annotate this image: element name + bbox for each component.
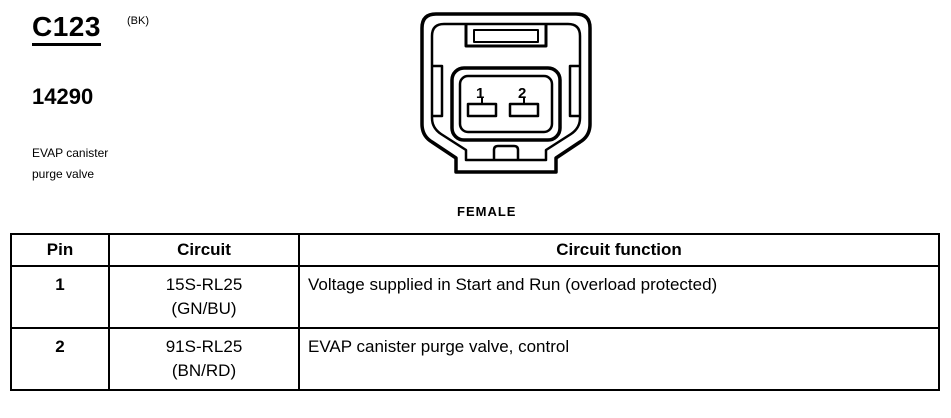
cavity-block-inner bbox=[458, 74, 554, 134]
right-rib bbox=[568, 64, 580, 118]
circuit-cell: 15S-RL25 (GN/BU) bbox=[108, 265, 300, 329]
circuit-id: 91S-RL25 bbox=[165, 337, 243, 356]
connector-inner-outline bbox=[430, 22, 582, 162]
circuit-function: Voltage supplied in Start and Run (overl… bbox=[298, 265, 940, 329]
circuit-cell: 91S-RL25 (BN/RD) bbox=[108, 327, 300, 391]
part-number: 14290 bbox=[32, 84, 94, 109]
locking-tab-inner bbox=[473, 29, 539, 43]
cavity-label-1: 1 bbox=[476, 85, 484, 102]
pin-2-terminal bbox=[508, 102, 540, 118]
circuit-function: EVAP canister purge valve, control bbox=[298, 327, 940, 391]
table-row: 1 15S-RL25 (GN/BU) Voltage supplied in S… bbox=[10, 265, 940, 329]
connector-face-diagram: 1 2 bbox=[420, 12, 592, 174]
wire-color: (GN/BU) bbox=[171, 299, 237, 318]
header-circuit-function: Circuit function bbox=[298, 233, 940, 267]
table-row: 2 91S-RL25 (BN/RD) EVAP canister purge v… bbox=[10, 327, 940, 391]
connector-gender: FEMALE bbox=[457, 204, 517, 219]
cavity-block-outer bbox=[450, 66, 562, 142]
table-header-row: Pin Circuit Circuit function bbox=[10, 233, 940, 267]
pin-number: 1 bbox=[10, 265, 110, 329]
cavity-label-2: 2 bbox=[518, 85, 526, 102]
component-description: EVAP canister purge valve bbox=[32, 143, 192, 185]
circuit-id: 15S-RL25 bbox=[165, 275, 243, 294]
header-circuit: Circuit bbox=[108, 233, 300, 267]
description-line: purge valve bbox=[32, 167, 95, 181]
description-line: EVAP canister bbox=[32, 146, 109, 160]
connector-id: C123 bbox=[32, 12, 101, 46]
left-rib bbox=[432, 64, 444, 118]
header-pin: Pin bbox=[10, 233, 110, 267]
connector-color-code: (BK) bbox=[127, 15, 149, 27]
connector-housing-outline bbox=[420, 12, 592, 174]
pin-number: 2 bbox=[10, 327, 110, 391]
locking-tab bbox=[464, 24, 548, 48]
pinout-table: Pin Circuit Circuit function 1 15S-RL25 … bbox=[10, 233, 940, 391]
keyway bbox=[492, 144, 520, 160]
wire-color: (BN/RD) bbox=[171, 361, 237, 380]
pin-1-terminal bbox=[466, 102, 498, 118]
